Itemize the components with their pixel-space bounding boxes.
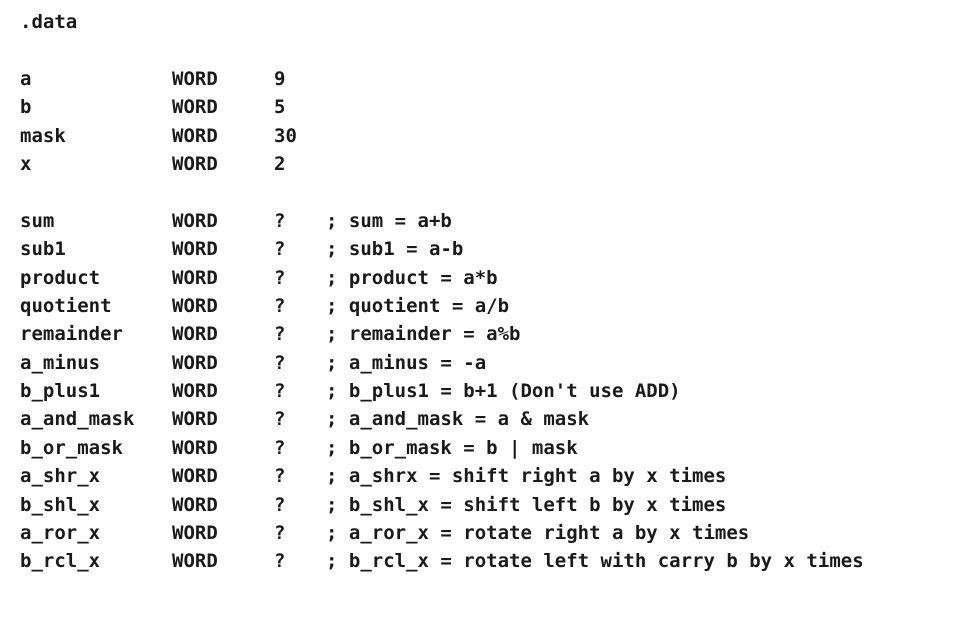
variable-value: 9: [274, 67, 286, 90]
blank-line: [20, 36, 864, 64]
declaration-line: a_shr_x WORD? ; a_shrx = shift right a by …: [20, 462, 864, 490]
variable-value: ?: [274, 351, 286, 374]
variable-value: 30: [274, 124, 297, 147]
variable-type: WORD: [172, 465, 218, 488]
variable-name: a_minus: [20, 351, 101, 374]
variable-value: ?: [274, 380, 286, 403]
variable-name: a_shr_x: [20, 465, 101, 488]
variable-name: b: [20, 96, 32, 119]
variable-type: WORD: [172, 436, 218, 459]
variable-name: remainder: [20, 323, 123, 346]
variable-comment: ; remainder = a%b: [326, 323, 521, 346]
declaration-line: sum WORD? ; sum = a+b: [20, 207, 864, 235]
variable-type: WORD: [172, 550, 218, 573]
variable-comment: ; sum = a+b: [326, 209, 452, 232]
declaration-line: mask WORD 30: [20, 122, 864, 150]
declaration-line: a_and_mask WORD? ; a_and_mask = a & mask: [20, 405, 864, 433]
declaration-line: quotient WORD? ; quotient = a/b: [20, 292, 864, 320]
variable-comment: ; b_rcl_x = rotate left with carry b by …: [326, 550, 864, 573]
variable-name: a_and_mask: [20, 408, 135, 431]
declaration-line: b WORD 5: [20, 93, 864, 121]
variable-value: ?: [274, 550, 286, 573]
variable-name: b_or_mask: [20, 436, 123, 459]
variable-name: x: [20, 152, 32, 175]
variable-name: mask: [20, 124, 66, 147]
variable-type: WORD: [172, 67, 218, 90]
variable-type: WORD: [172, 152, 218, 175]
variable-name: product: [20, 266, 101, 289]
variable-value: ?: [274, 238, 286, 261]
declaration-line: a_ror_x WORD? ; a_ror_x = rotate right a b…: [20, 519, 864, 547]
variable-value: ?: [274, 294, 286, 317]
variable-name: a: [20, 67, 32, 90]
declaration-line: remainder WORD? ; remainder = a%b: [20, 320, 864, 348]
variable-value: ?: [274, 436, 286, 459]
variable-name: sub1: [20, 238, 66, 261]
variable-type: WORD: [172, 124, 218, 147]
variable-type: WORD: [172, 522, 218, 545]
variable-comment: ; product = a*b: [326, 266, 498, 289]
variable-type: WORD: [172, 493, 218, 516]
variable-comment: ; a_minus = -a: [326, 351, 487, 374]
declaration-line: b_or_mask WORD? ; b_or_mask = b | mask: [20, 434, 864, 462]
declaration-line: product WORD? ; product = a*b: [20, 264, 864, 292]
section-directive: .data: [20, 8, 864, 36]
variable-type: WORD: [172, 351, 218, 374]
declaration-line: b_rcl_x WORD? ; b_rcl_x = rotate left with…: [20, 547, 864, 575]
variable-comment: ; a_shrx = shift right a by x times: [326, 465, 727, 488]
declaration-line: a_minus WORD? ; a_minus = -a: [20, 349, 864, 377]
variable-comment: ; b_plus1 = b+1 (Don't use ADD): [326, 380, 681, 403]
variable-type: WORD: [172, 380, 218, 403]
variable-type: WORD: [172, 209, 218, 232]
variable-comment: ; b_or_mask = b | mask: [326, 436, 578, 459]
variable-comment: ; a_and_mask = a & mask: [326, 408, 590, 431]
variable-type: WORD: [172, 96, 218, 119]
variable-name: b_shl_x: [20, 493, 101, 516]
declaration-line: b_shl_x WORD? ; b_shl_x = shift left b by …: [20, 491, 864, 519]
blank-line: [20, 178, 864, 206]
variable-value: ?: [274, 465, 286, 488]
variable-name: quotient: [20, 294, 112, 317]
variable-type: WORD: [172, 408, 218, 431]
variable-name: b_plus1: [20, 380, 101, 403]
variable-value: ?: [274, 323, 286, 346]
variable-value: ?: [274, 522, 286, 545]
variable-name: sum: [20, 209, 55, 232]
variable-type: WORD: [172, 294, 218, 317]
variable-comment: ; b_shl_x = shift left b by x times: [326, 493, 727, 516]
variable-name: a_ror_x: [20, 522, 101, 545]
variable-comment: ; a_ror_x = rotate right a by x times: [326, 522, 750, 545]
variable-value: ?: [274, 408, 286, 431]
section-label: .data: [20, 11, 78, 33]
declaration-line: sub1 WORD? ; sub1 = a-b: [20, 235, 864, 263]
variable-value: ?: [274, 266, 286, 289]
variable-type: WORD: [172, 238, 218, 261]
variable-type: WORD: [172, 266, 218, 289]
declaration-line: x WORD 2: [20, 150, 864, 178]
declaration-line: a WORD 9: [20, 65, 864, 93]
variable-value: ?: [274, 209, 286, 232]
declaration-line: b_plus1 WORD? ; b_plus1 = b+1 (Don't use A…: [20, 377, 864, 405]
variable-comment: ; quotient = a/b: [326, 294, 510, 317]
variable-value: 5: [274, 96, 286, 119]
variable-value: ?: [274, 493, 286, 516]
variable-comment: ; sub1 = a-b: [326, 238, 464, 261]
variable-value: 2: [274, 152, 286, 175]
variable-name: b_rcl_x: [20, 550, 101, 573]
variable-type: WORD: [172, 323, 218, 346]
